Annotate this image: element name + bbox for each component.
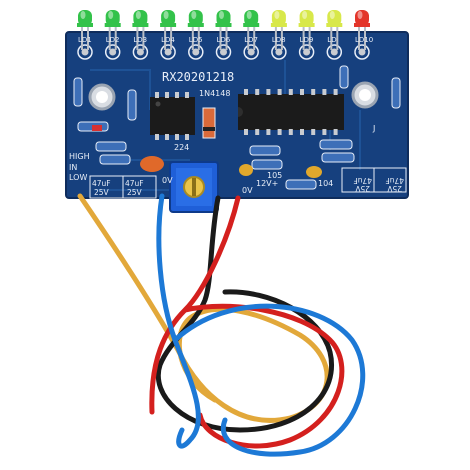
led-legs — [330, 26, 339, 50]
led-label: LD6 — [217, 36, 231, 44]
cap-outline-left — [89, 175, 157, 199]
led-pad — [354, 44, 370, 60]
led-label: LD8 — [272, 36, 286, 44]
cap-224-label: 224 — [174, 143, 189, 152]
led-8 — [270, 10, 287, 27]
led-1 — [77, 10, 93, 27]
high-label: HIGH — [69, 152, 90, 161]
led-5 — [187, 10, 204, 27]
led-legs — [247, 26, 256, 50]
led-label-row: LD1 LD2 LD3 LD4 LD5 LD6 LD7 LD8 LD9 LD LD10 — [78, 36, 373, 44]
led-7 — [243, 10, 260, 27]
led-label: LD — [327, 36, 336, 44]
mounting-hole-right — [351, 81, 379, 109]
led-pad — [104, 44, 121, 60]
led-9 — [298, 10, 315, 27]
led-label: LD2 — [106, 36, 120, 44]
ov-left-label: 0V — [162, 176, 173, 185]
led-pad — [271, 44, 287, 60]
led-pad — [243, 44, 259, 60]
diode-label: 1N4148 — [199, 89, 230, 98]
power-12v-label: 12V+ — [256, 179, 278, 188]
led-pad-row — [77, 44, 370, 60]
led-legs — [302, 26, 311, 50]
led-label: LD7 — [244, 36, 258, 44]
cap-25v-left-a: 25V — [94, 188, 110, 197]
resistor-group-left — [73, 77, 137, 165]
cap-47uf-right-b: 47uF — [385, 176, 404, 185]
led-pad — [160, 44, 176, 60]
led-label: LD5 — [189, 36, 203, 44]
wire-blue — [156, 193, 366, 457]
ceramic-cap-224 — [140, 156, 164, 172]
led-legs — [81, 26, 89, 50]
led-legs — [219, 26, 228, 50]
led-3 — [132, 10, 149, 27]
wire-red — [149, 195, 345, 449]
cap-47uf-left-a: 47uF — [92, 179, 111, 188]
led-legs — [191, 26, 200, 50]
cap-25v-right-a: 25V — [354, 184, 370, 193]
cap-outline-right — [341, 167, 407, 193]
led-row — [77, 10, 370, 50]
ic-8pin — [150, 92, 195, 140]
cap-47uf-right-a: 47uF — [353, 176, 372, 185]
diode-1n4148 — [202, 107, 216, 139]
cap-104-label: 104 — [318, 179, 333, 188]
cap-25v-right-b: 25V — [386, 184, 402, 193]
led-pad — [215, 44, 232, 60]
led-legs — [108, 26, 117, 50]
led-legs — [274, 26, 283, 50]
led-6 — [215, 10, 232, 27]
trim-potentiometer — [169, 161, 219, 213]
wire-bundle — [77, 193, 366, 457]
resistor-group-middle — [249, 65, 401, 190]
in-label: IN — [69, 163, 77, 172]
led-label: LD9 — [300, 36, 314, 44]
low-label: LOW — [69, 173, 87, 182]
led-2 — [104, 10, 121, 27]
led-11 — [354, 10, 370, 27]
cap-105-label: 105 — [267, 171, 282, 180]
cap-47uf-left-b: 47uF — [125, 179, 144, 188]
led-pad — [298, 44, 315, 60]
led-legs — [136, 26, 145, 50]
led-pad — [326, 44, 343, 60]
ceramic-cap-105 — [239, 164, 253, 176]
ic-18pin — [238, 89, 344, 135]
led-label: LD1 — [78, 36, 92, 44]
led-4 — [160, 10, 177, 27]
mounting-hole-left — [88, 83, 116, 111]
board-code-label: RX20201218 — [162, 70, 234, 84]
ceramic-cap-104 — [306, 166, 322, 178]
led-label: LD4 — [161, 36, 175, 44]
led-legs — [358, 26, 366, 50]
led-label: LD3 — [133, 36, 147, 44]
led-10 — [326, 10, 343, 27]
led-pad — [77, 44, 93, 60]
led-legs — [164, 26, 173, 50]
cap-25v-left-b: 25V — [127, 188, 143, 197]
j-label: J — [372, 124, 375, 133]
led-pad — [188, 44, 204, 60]
ov-right-label: 0V — [242, 186, 253, 195]
led-label: LD10 — [355, 36, 373, 44]
led-pad — [132, 44, 149, 60]
